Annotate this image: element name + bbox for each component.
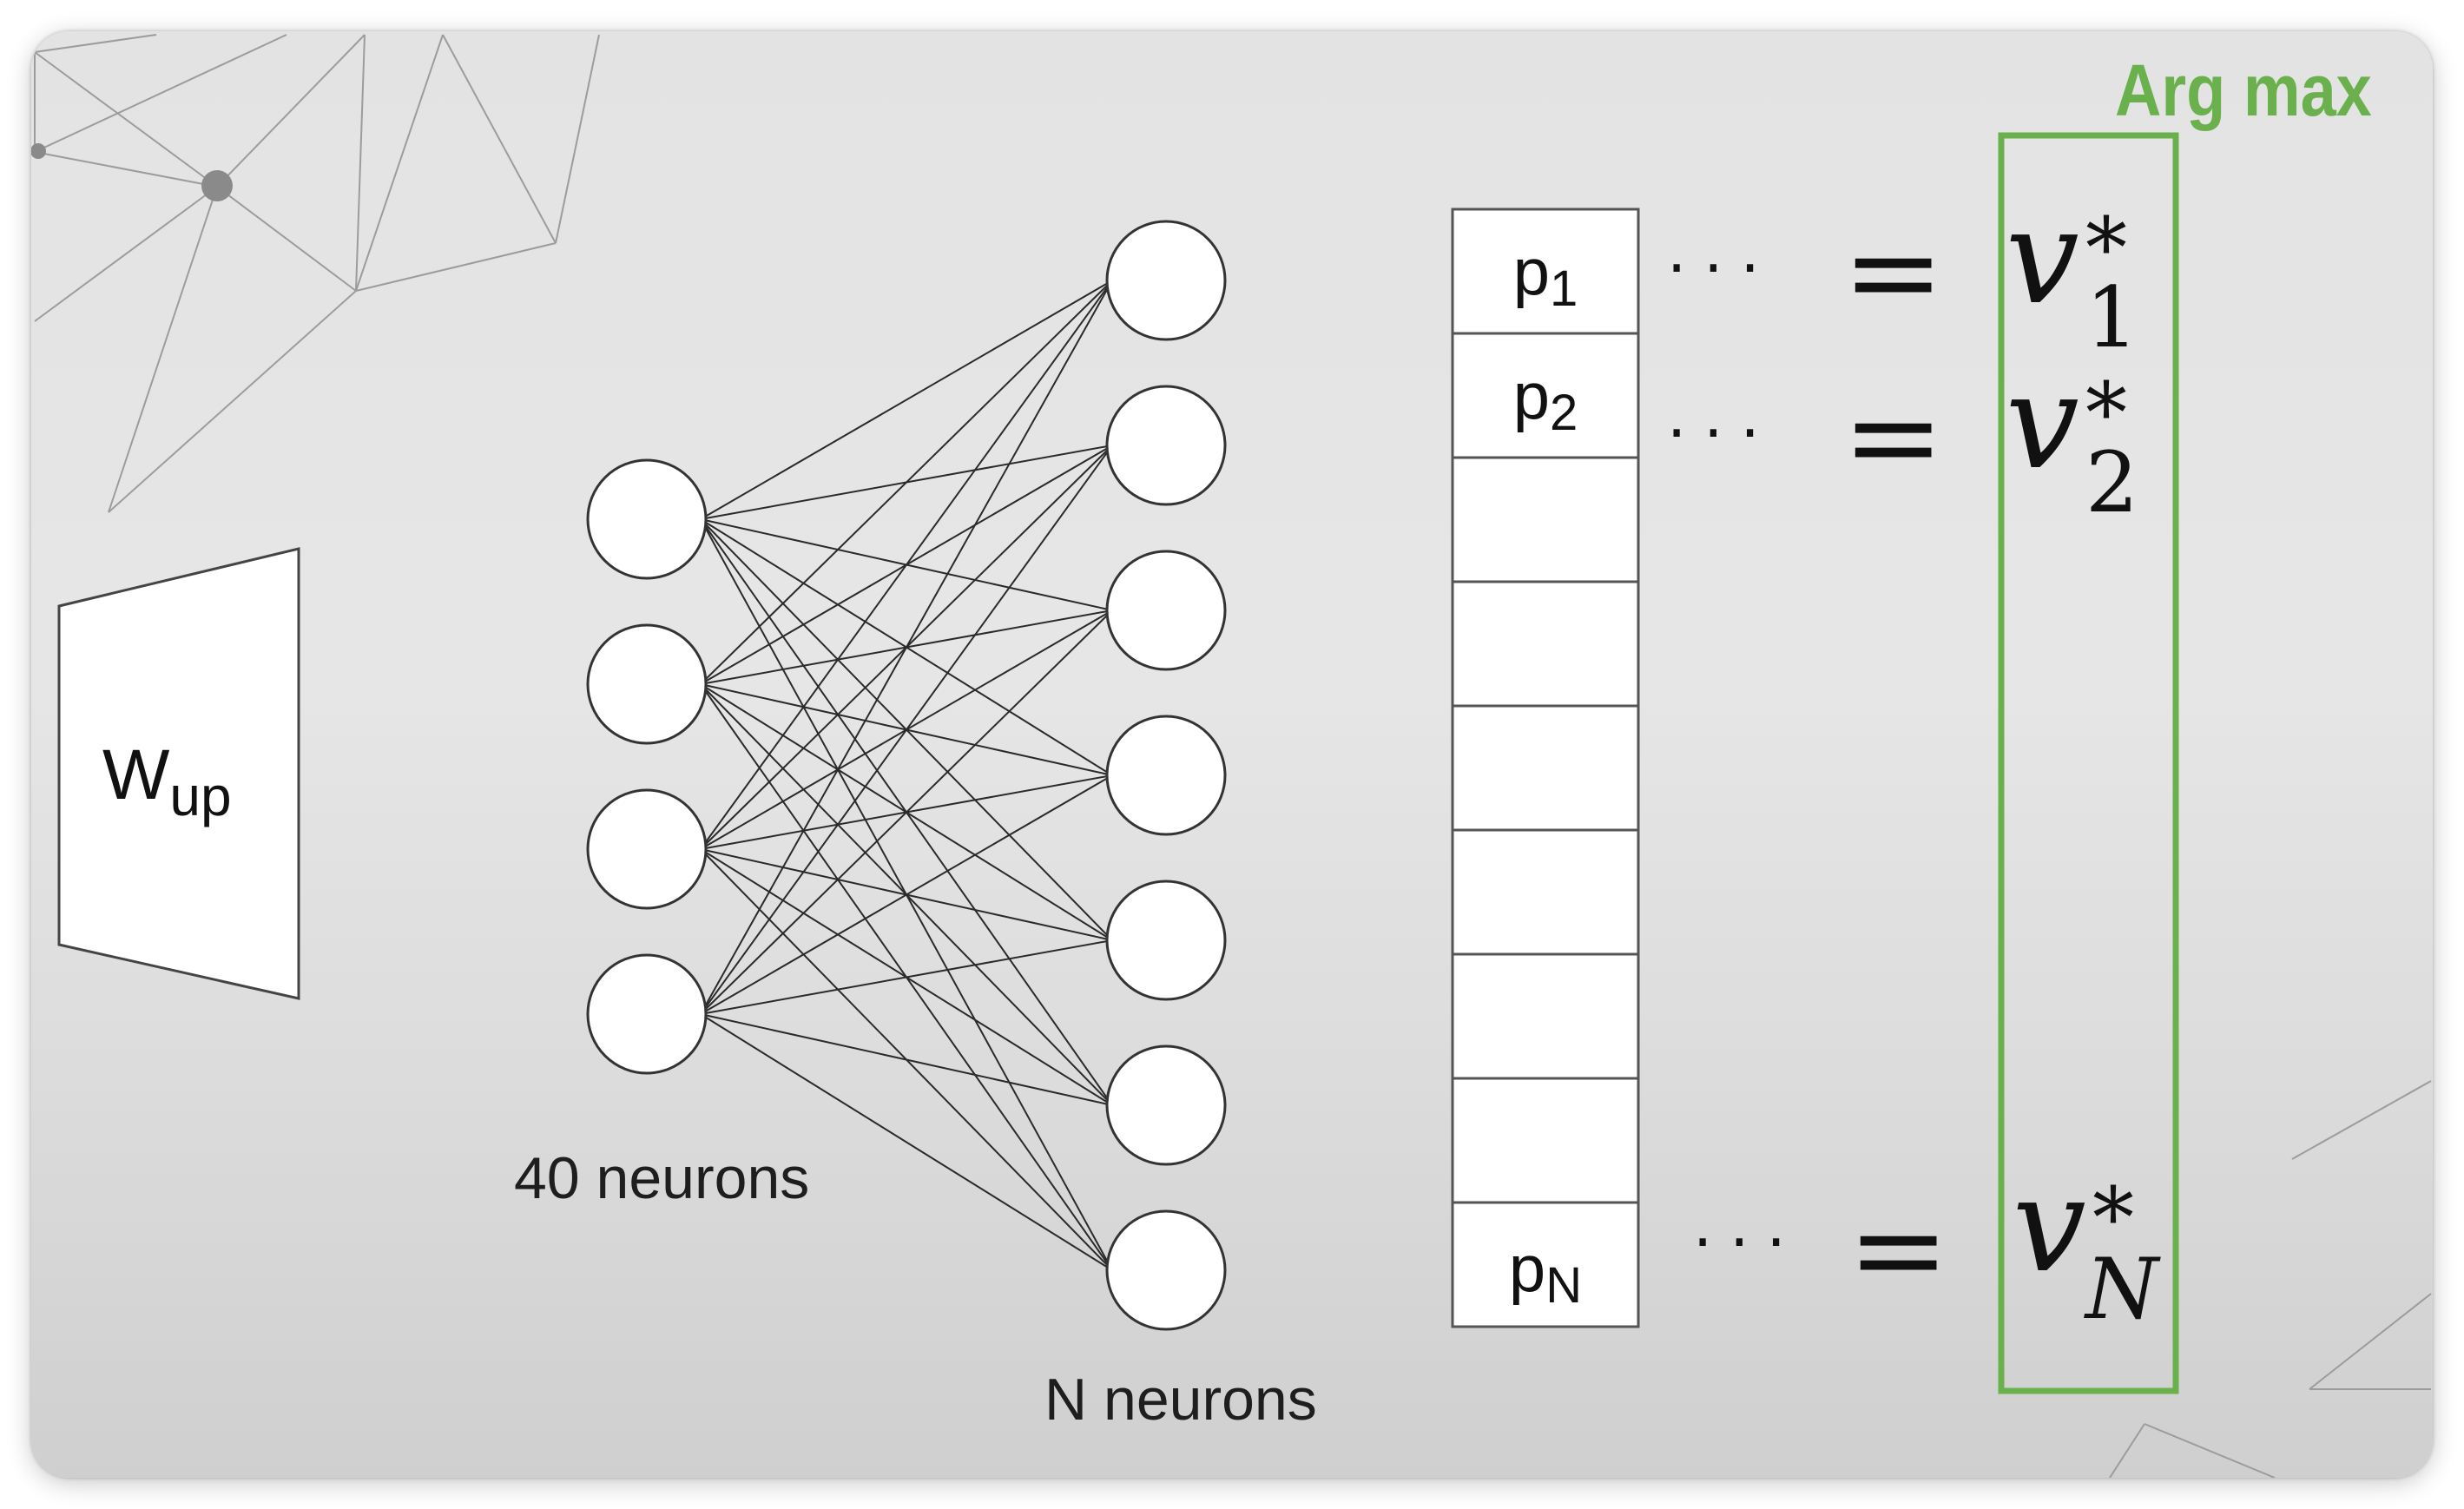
connection-line [700, 280, 1113, 850]
equals-sign-1: = [1842, 201, 1945, 343]
prob-cell [1451, 704, 1640, 832]
prob-cell-label-n: pN [1508, 1232, 1583, 1314]
output-neuron [1105, 1044, 1227, 1166]
output-neuron [1105, 385, 1227, 506]
connection-line [700, 445, 1113, 1015]
w-up-block [57, 547, 300, 1000]
prob-cell [1451, 828, 1640, 956]
ellipsis-n: ··· [1693, 1207, 1803, 1278]
prob-cell [1451, 580, 1640, 708]
prob-cell-label-2: p2 [1512, 359, 1578, 441]
neural-network [586, 220, 1227, 1331]
equals-sign-n: = [1848, 1179, 1950, 1321]
decorative-mesh [31, 34, 2432, 1478]
output-layer-label: N neurons [1044, 1367, 1317, 1433]
output-neuron [1105, 550, 1227, 671]
prob-cell [1451, 332, 1640, 459]
output-neuron [1105, 1209, 1227, 1331]
output-neuron [1105, 715, 1227, 836]
connection-line [700, 774, 1113, 1015]
connection-line [700, 280, 1113, 685]
input-neuron [586, 623, 708, 745]
equals-sign-2: = [1842, 366, 1945, 508]
input-neuron [586, 953, 708, 1075]
diagram-scene: Wup 40 neurons N neurons p1 p2 pN ··· = … [31, 31, 2433, 1478]
probability-vector [1451, 208, 1640, 1328]
value-v1: v * 1 [2006, 182, 2139, 366]
input-neuron [586, 788, 708, 910]
connection-line [700, 280, 1113, 1015]
ellipsis-2: ··· [1667, 398, 1777, 469]
connection-line [700, 1013, 1113, 1106]
value-vn: v * N [2013, 1150, 2158, 1338]
input-neuron [586, 458, 708, 580]
prob-cell [1451, 1201, 1640, 1328]
prob-cell [1451, 1077, 1640, 1204]
argmax-label: Arg max [2115, 49, 2372, 131]
output-neuron [1105, 220, 1227, 341]
input-layer-label: 40 neurons [514, 1145, 810, 1211]
value-v2: v * 2 [2006, 347, 2139, 531]
argmax-box [1998, 132, 2179, 1394]
connection-line [700, 1013, 1113, 1271]
slide-frame: Wup 40 neurons N neurons p1 p2 pN ··· = … [31, 31, 2433, 1478]
connection-line [700, 939, 1113, 1015]
ellipsis-1: ··· [1667, 233, 1777, 304]
output-neuron [1105, 880, 1227, 1001]
connection-line [700, 280, 1113, 520]
connection-line [700, 610, 1113, 1015]
w-up-label: Wup [102, 735, 232, 828]
prob-cell-label-1: p1 [1512, 235, 1578, 317]
